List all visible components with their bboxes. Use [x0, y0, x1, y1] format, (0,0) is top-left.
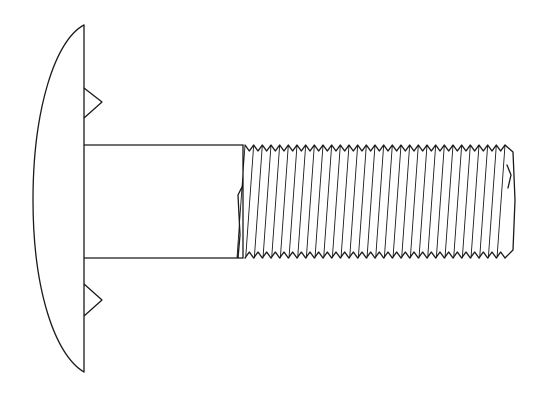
thread-helix-line	[349, 144, 359, 259]
thread-helix-line	[253, 144, 263, 259]
thread-helix-line	[418, 144, 428, 259]
thread-helix-line	[279, 144, 289, 259]
thread-helix-line	[297, 144, 307, 259]
bolt-head-dome	[32, 24, 85, 373]
thread-runout	[237, 144, 244, 259]
bolt-thread	[236, 144, 516, 259]
thread-helix-line	[470, 144, 480, 259]
carriage-bolt	[32, 24, 516, 373]
thread-helix-line	[323, 144, 333, 259]
thread-helix-line	[314, 144, 324, 259]
bolt-neck-lower	[83, 283, 103, 317]
thread-helix-line	[444, 144, 454, 259]
thread-helix-line	[262, 144, 272, 259]
thread-helix-line	[366, 144, 376, 259]
thread-helix-line	[383, 144, 393, 259]
thread-helix-line	[496, 144, 506, 259]
thread-helix-line	[375, 144, 385, 259]
thread-helix-line	[331, 144, 341, 259]
thread-helix-line	[461, 144, 471, 259]
thread-helix-line	[427, 144, 437, 259]
thread-helix-line	[392, 144, 402, 259]
thread-helix-line	[479, 144, 489, 259]
thread-helix-line	[487, 144, 497, 259]
thread-helix-line	[305, 144, 315, 259]
bolt-tip-detail	[506, 164, 512, 189]
thread-helix-line	[357, 144, 367, 259]
bolt-neck-upper	[83, 87, 103, 119]
thread-helix-line	[409, 144, 419, 259]
thread-helix-line	[245, 144, 255, 259]
thread-helix-line	[236, 144, 246, 259]
thread-helix-line	[288, 144, 298, 259]
thread-helix-line	[453, 144, 463, 259]
thread-bottom-crests	[244, 251, 506, 259]
thread-helix-line	[435, 144, 445, 259]
thread-helix-line	[271, 144, 281, 259]
bolt-tip-chamfer	[504, 144, 516, 259]
thread-helix-line	[340, 144, 350, 259]
thread-helix-line	[401, 144, 411, 259]
